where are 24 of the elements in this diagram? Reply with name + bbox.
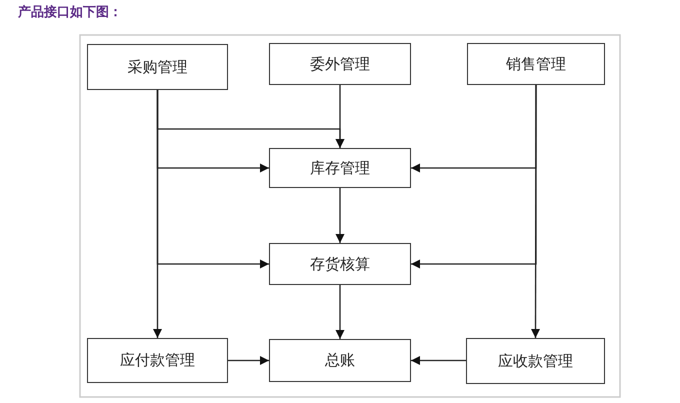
arrow xyxy=(152,90,162,338)
arrow xyxy=(335,285,345,339)
arrow xyxy=(530,85,540,338)
box-label: 应付款管理 xyxy=(120,351,195,370)
box-label: 总账 xyxy=(325,351,355,370)
process-box xyxy=(269,243,411,285)
arrow xyxy=(228,356,269,366)
box-label: 委外管理 xyxy=(310,54,370,74)
arrow xyxy=(335,85,345,148)
box-label: 销售管理 xyxy=(506,54,566,74)
process-box xyxy=(269,43,411,85)
heading: 产品接口如下图： xyxy=(18,4,122,21)
process-box xyxy=(467,43,605,85)
process-box xyxy=(269,148,411,188)
box-label: 库存管理 xyxy=(310,158,370,178)
box-label: 存货核算 xyxy=(310,254,370,274)
arrow xyxy=(335,188,345,243)
process-box xyxy=(466,338,605,384)
arrow xyxy=(411,356,466,366)
process-box xyxy=(87,338,228,383)
box-label: 采购管理 xyxy=(128,58,188,76)
box-label: 应收款管理 xyxy=(498,352,573,370)
process-box xyxy=(87,44,228,90)
process-box xyxy=(269,339,411,382)
